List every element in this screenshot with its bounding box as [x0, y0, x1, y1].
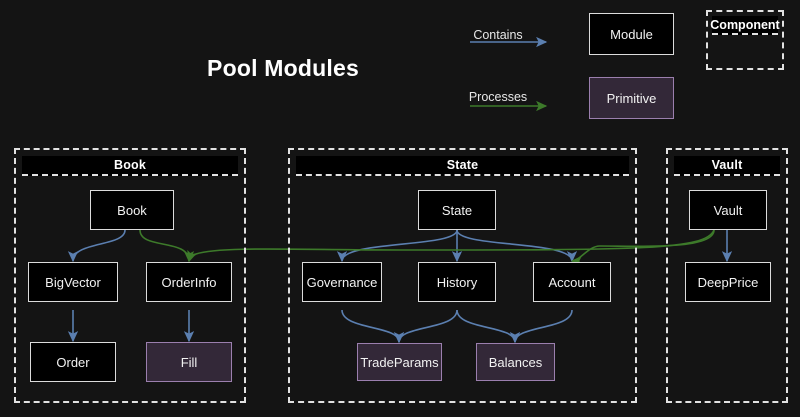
legend-module-box: Module: [589, 13, 674, 55]
node-history[interactable]: History: [418, 262, 496, 302]
cluster-vault: Vault: [666, 148, 788, 403]
node-order[interactable]: Order: [30, 342, 116, 382]
node-orderinfo[interactable]: OrderInfo: [146, 262, 232, 302]
node-vault[interactable]: Vault: [689, 190, 767, 230]
node-fill[interactable]: Fill: [146, 342, 232, 382]
legend-primitive-box: Primitive: [589, 77, 674, 119]
cluster-vault-label: Vault: [674, 156, 780, 176]
legend-contains-label: Contains: [473, 28, 523, 42]
legend-processes-arrow: [470, 100, 548, 112]
legend-component-box: Component: [706, 10, 784, 70]
legend-processes-label: Processes: [468, 90, 528, 104]
node-governance[interactable]: Governance: [302, 262, 382, 302]
node-deepprice[interactable]: DeepPrice: [685, 262, 771, 302]
cluster-state-label: State: [296, 156, 629, 176]
node-state[interactable]: State: [418, 190, 496, 230]
cluster-book: Book: [14, 148, 246, 403]
node-account[interactable]: Account: [533, 262, 611, 302]
node-book[interactable]: Book: [90, 190, 174, 230]
cluster-state: State: [288, 148, 637, 403]
node-tradeparams[interactable]: TradeParams: [357, 343, 442, 381]
legend-contains-arrow: [470, 36, 548, 48]
page-title: Pool Modules: [207, 55, 359, 81]
node-bigvector[interactable]: BigVector: [28, 262, 118, 302]
node-balances[interactable]: Balances: [476, 343, 555, 381]
legend-component-label: Component: [710, 16, 780, 35]
cluster-book-label: Book: [22, 156, 238, 176]
